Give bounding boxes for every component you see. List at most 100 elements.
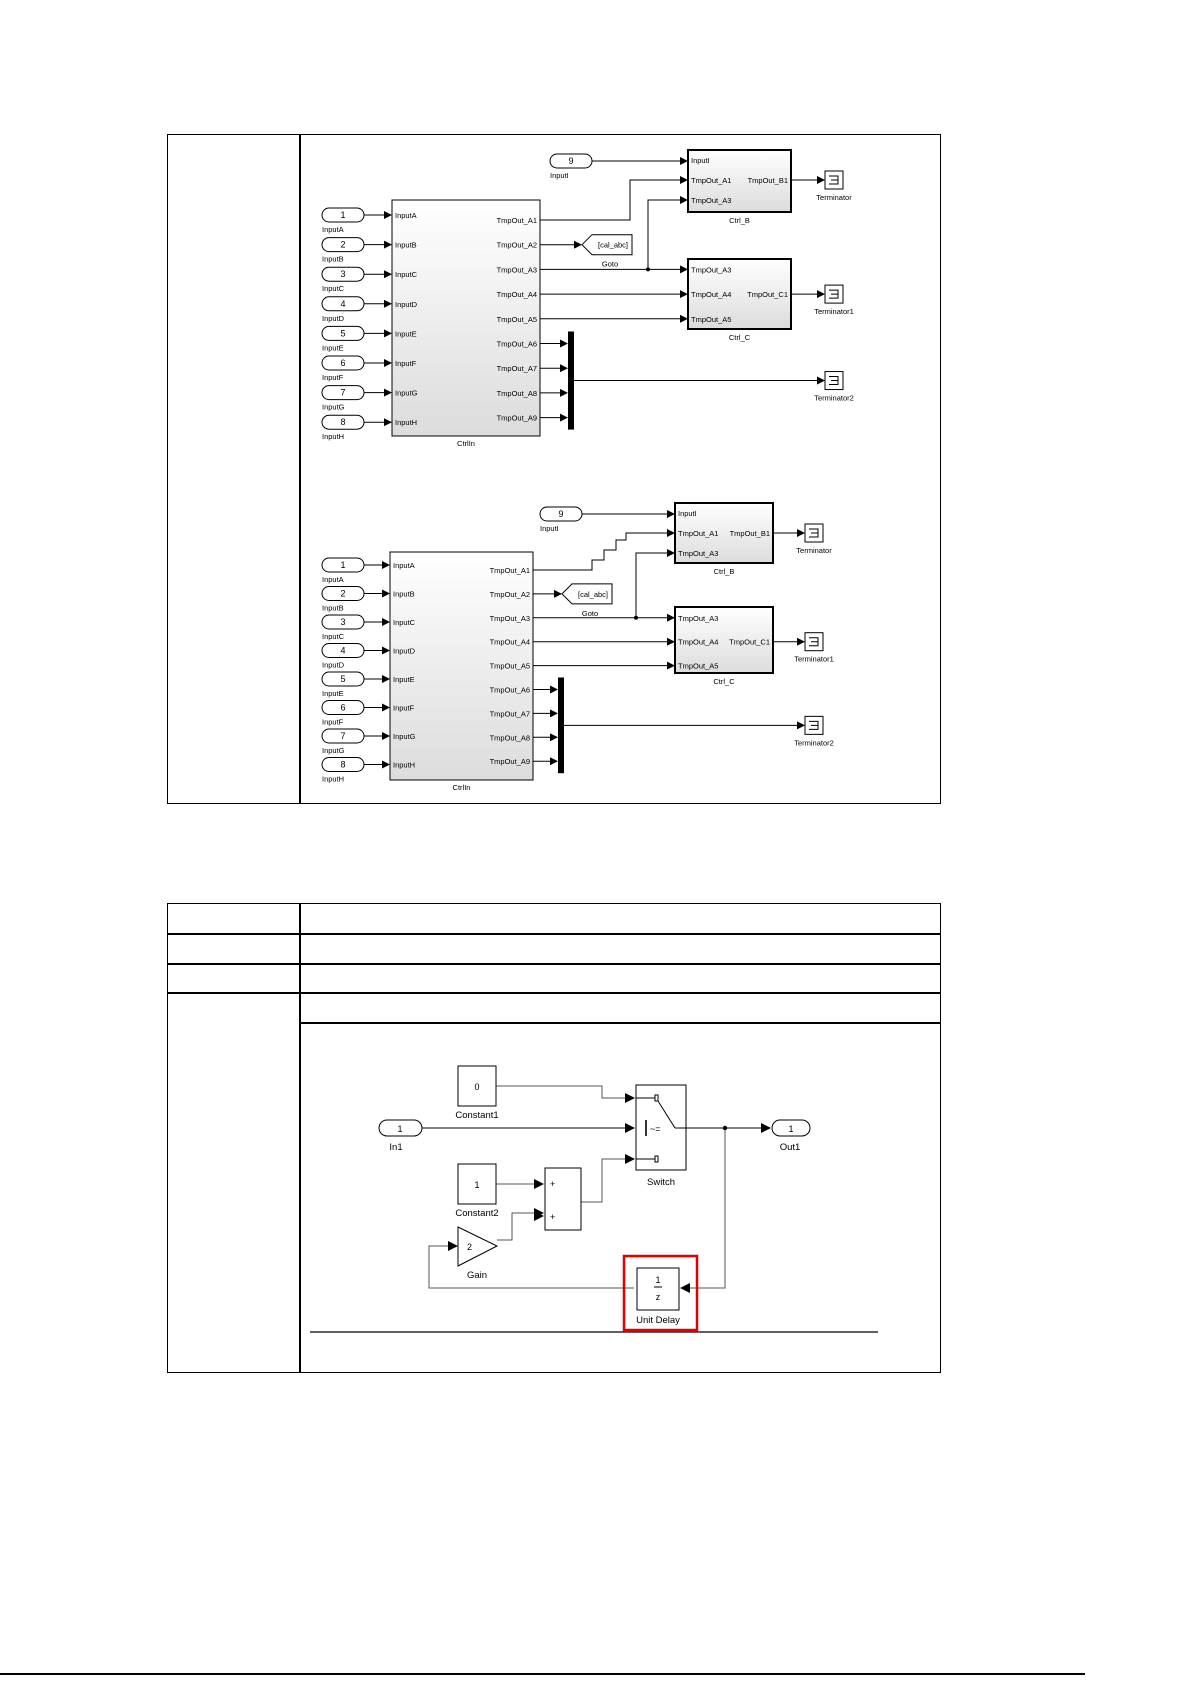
inport-label: InputE	[322, 343, 344, 352]
ctrlin-output-port: TmpOut_A5	[497, 315, 537, 324]
ctrl-b-block[interactable]	[674, 502, 774, 564]
inport-number: 8	[340, 417, 345, 427]
ctrlin-output-port: TmpOut_A4	[497, 290, 537, 299]
bus-creator[interactable]	[568, 331, 574, 430]
ctrlin-input-port: InputE	[393, 675, 415, 684]
inport-label: InputD	[322, 314, 345, 323]
inport-number: 6	[340, 358, 345, 368]
page-footer-rule	[0, 1673, 1085, 1675]
gain-block[interactable]	[457, 1226, 499, 1267]
ctrlin-output-port: TmpOut_A5	[490, 662, 530, 671]
inport-number: 6	[340, 703, 345, 713]
out1-port[interactable]	[771, 1119, 811, 1137]
table-2-row-sep-4	[299, 1022, 941, 1024]
ctrlin-output-port: TmpOut_A1	[490, 566, 530, 575]
ctrl-c-input-port: TmpOut_A4	[691, 290, 731, 299]
ctrlin-input-port: InputB	[393, 590, 415, 599]
constant2-label: Constant2	[455, 1208, 498, 1219]
goto-label: Goto	[582, 609, 598, 618]
constant1-block[interactable]	[457, 1065, 497, 1107]
ctrl-c-input-port: TmpOut_A3	[678, 614, 718, 623]
inport-label: InputF	[322, 718, 344, 727]
ctrl-b-label: Ctrl_B	[729, 216, 750, 225]
inport-number: 5	[340, 674, 345, 684]
inport-label: InputD	[322, 661, 345, 670]
ctrlin-input-port: InputG	[395, 389, 418, 398]
ctrl-b-input-port: TmpOut_A1	[678, 529, 718, 538]
ctrl-b-block[interactable]	[687, 149, 792, 213]
ctrlin-label: CtrlIn	[453, 783, 471, 792]
ctrlin-input-port: InputA	[395, 211, 417, 220]
table-2-divider	[299, 904, 301, 1372]
table-1	[167, 134, 941, 804]
sum-block[interactable]	[544, 1167, 582, 1231]
unit-delay-denominator: z	[656, 1292, 661, 1302]
table-1-label-cell	[168, 135, 299, 803]
inport-number: 4	[340, 299, 345, 309]
ctrlin-block[interactable]	[391, 199, 541, 437]
ctrlin-output-port: TmpOut_A6	[490, 686, 530, 695]
ctrlin-output-port: TmpOut_A3	[490, 614, 530, 623]
inport-number: 4	[340, 646, 345, 656]
inport-number: 7	[340, 388, 345, 398]
sum-sign-2: +	[550, 1212, 555, 1222]
ctrlin-output-port: TmpOut_A2	[497, 241, 537, 250]
unit-delay-label: Unit Delay	[636, 1315, 680, 1326]
bus-creator[interactable]	[558, 677, 564, 774]
inport-label: InputH	[322, 432, 344, 441]
ctrlin-output-port: TmpOut_A4	[490, 638, 530, 647]
ctrlin-output-port: TmpOut_A6	[497, 340, 537, 349]
inport-number: 1	[340, 210, 345, 220]
ctrl-b-input-port: TmpOut_A3	[678, 549, 718, 558]
ctrl-c-input-port: TmpOut_A3	[691, 265, 731, 274]
inport-number: 3	[340, 269, 345, 279]
table-2-row-sep-3	[168, 992, 940, 994]
inport-label: InputC	[322, 284, 345, 293]
goto-block[interactable]	[561, 583, 613, 605]
ctrlin-output-port: TmpOut_A2	[490, 590, 530, 599]
ctrlin-input-port: InputC	[395, 270, 418, 279]
inport-number: 3	[340, 617, 345, 627]
unit-delay-block[interactable]	[636, 1267, 680, 1311]
ctrl-c-input-port: TmpOut_A5	[691, 315, 731, 324]
in1-label: In1	[389, 1142, 402, 1153]
inport-label: InputG	[322, 403, 345, 412]
ctrl-c-label: Ctrl_C	[729, 333, 751, 342]
unit-delay-highlight	[622, 1254, 699, 1332]
ctrl-b-input-port: InputI	[691, 156, 710, 165]
ctrlin-input-port: InputD	[395, 300, 418, 309]
ctrlin-output-port: TmpOut_A3	[497, 265, 537, 274]
in1-port[interactable]	[378, 1119, 423, 1137]
inport-number: 2	[340, 589, 345, 599]
goto-block[interactable]	[581, 234, 633, 256]
inport-number: 7	[340, 731, 345, 741]
ctrlin-input-port: InputF	[393, 704, 415, 713]
ctrlin-block[interactable]	[389, 551, 534, 781]
inport-number: 8	[340, 760, 345, 770]
inport-number: 9	[558, 509, 563, 519]
ctrlin-input-port: InputH	[393, 761, 415, 770]
ctrl-b-input-port: TmpOut_A1	[691, 176, 731, 185]
gain-value: 2	[467, 1242, 472, 1252]
ctrlin-input-port: InputC	[393, 618, 416, 627]
ctrlin-input-port: InputD	[393, 647, 416, 656]
constant1-value: 0	[474, 1082, 479, 1092]
inport-label: InputA	[322, 225, 344, 234]
terminator-label: Terminator	[816, 193, 852, 202]
constant2-block[interactable]	[457, 1163, 497, 1205]
simulink-diagram-top: 1InputA2InputB3InputC4InputD5InputE6Inpu…	[321, 149, 854, 448]
inport-label: InputE	[322, 689, 344, 698]
ctrl-b-output-port: TmpOut_B1	[730, 529, 770, 538]
unit-delay-numerator: 1	[655, 1275, 660, 1285]
ctrlin-output-port: TmpOut_A9	[490, 757, 530, 766]
ctrl-c-output-port: TmpOut_C1	[729, 638, 770, 647]
ctrl-c-label: Ctrl_C	[713, 677, 735, 686]
ctrl-b-input-port: TmpOut_A3	[691, 196, 731, 205]
gain-label: Gain	[467, 1270, 487, 1281]
ctrlin-output-port: TmpOut_A8	[490, 733, 530, 742]
ctrl-c-output-port: TmpOut_C1	[747, 290, 788, 299]
ctrlin-input-port: InputA	[393, 561, 415, 570]
table-1-divider	[299, 135, 301, 803]
ctrlin-output-port: TmpOut_A9	[497, 414, 537, 423]
ctrl-c-block[interactable]	[674, 606, 774, 674]
